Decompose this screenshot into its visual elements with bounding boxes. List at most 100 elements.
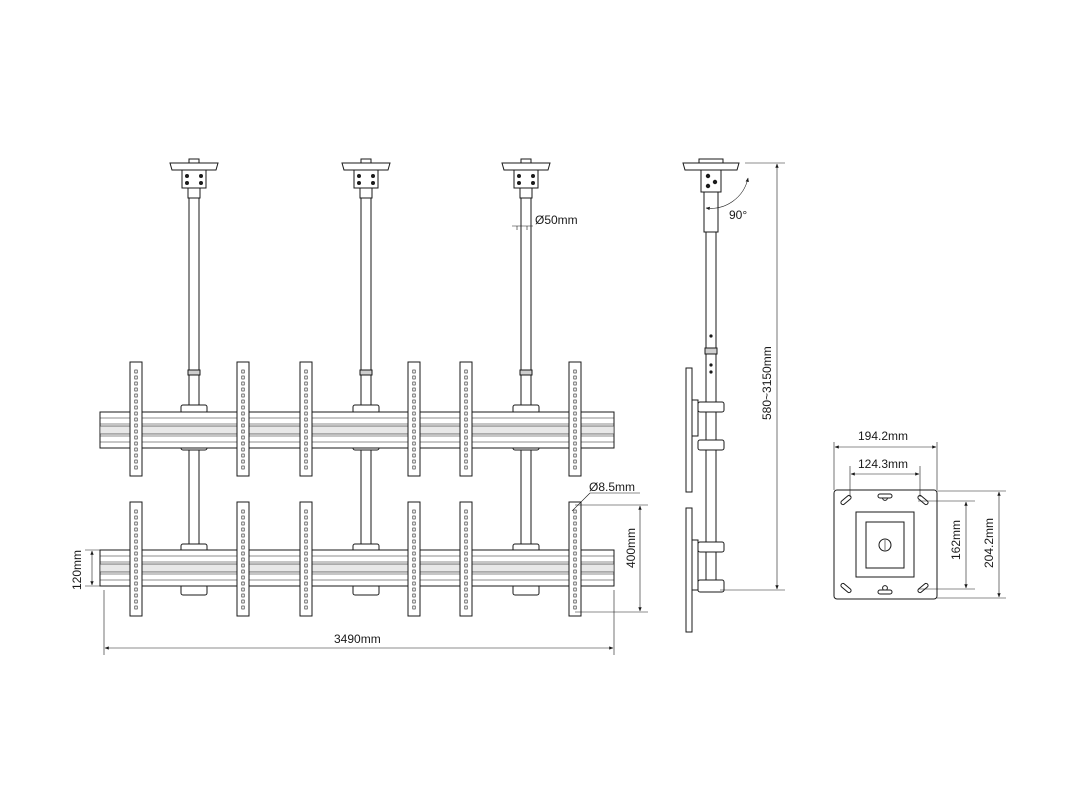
lower-arm-6 bbox=[568, 501, 582, 617]
arm-slot bbox=[573, 587, 577, 592]
arm-slot bbox=[241, 453, 245, 458]
arm-slot bbox=[241, 605, 245, 610]
connecting-pole bbox=[188, 449, 200, 547]
arm-slot bbox=[412, 417, 416, 422]
arm-slot bbox=[134, 405, 138, 410]
arm-slot bbox=[573, 581, 577, 586]
arm-slot bbox=[134, 605, 138, 610]
plate-hole-height-label: 162mm bbox=[949, 520, 963, 560]
bolt bbox=[185, 174, 189, 178]
arm-slot bbox=[304, 593, 308, 598]
arm-slot bbox=[573, 387, 577, 392]
bolt bbox=[199, 174, 203, 178]
arm-slot bbox=[134, 557, 138, 562]
side-clamp bbox=[697, 541, 725, 553]
rotation-label: 90° bbox=[729, 208, 747, 222]
bracket-block bbox=[353, 169, 379, 189]
pole-collar bbox=[519, 187, 533, 199]
bracket-block bbox=[181, 169, 207, 189]
arm-slot bbox=[304, 533, 308, 538]
arm-slot bbox=[412, 527, 416, 532]
ceiling-bracket bbox=[169, 162, 219, 171]
arm-slot bbox=[304, 509, 308, 514]
arm-slot bbox=[573, 557, 577, 562]
arm-slot bbox=[134, 459, 138, 464]
side-ceiling-bracket bbox=[682, 162, 740, 171]
arm-slot bbox=[134, 551, 138, 556]
arm-slot bbox=[464, 557, 468, 562]
arm-slot bbox=[464, 569, 468, 574]
arm-slot bbox=[304, 521, 308, 526]
arm-slot bbox=[241, 539, 245, 544]
arm-slot bbox=[412, 521, 416, 526]
arm-slot bbox=[241, 435, 245, 440]
arm-slot bbox=[134, 435, 138, 440]
arm-slot bbox=[412, 459, 416, 464]
arm-slot bbox=[573, 509, 577, 514]
arm-slot bbox=[241, 599, 245, 604]
arm-slot bbox=[241, 441, 245, 446]
arm-slot bbox=[573, 563, 577, 568]
bolt bbox=[517, 174, 521, 178]
lower-arm-3 bbox=[299, 501, 313, 617]
arm-slot bbox=[464, 593, 468, 598]
upper-pole bbox=[360, 197, 372, 371]
bolt bbox=[357, 174, 361, 178]
arm-slot bbox=[573, 605, 577, 610]
arm-slot bbox=[304, 539, 308, 544]
side-pole-band bbox=[704, 347, 718, 355]
pole-diameter-label: Ø50mm bbox=[535, 213, 578, 227]
arm-slot bbox=[573, 533, 577, 538]
rail-channel bbox=[99, 425, 615, 435]
arm-slot bbox=[464, 551, 468, 556]
hole-diameter-leader bbox=[571, 492, 591, 512]
arm-slot bbox=[304, 587, 308, 592]
arm-slot bbox=[464, 387, 468, 392]
arm-slot bbox=[464, 599, 468, 604]
arm-slot bbox=[412, 605, 416, 610]
arm-slot bbox=[412, 453, 416, 458]
arm-slot bbox=[241, 593, 245, 598]
arm-slot bbox=[241, 587, 245, 592]
upper-rail bbox=[99, 411, 615, 449]
arm-slot bbox=[134, 453, 138, 458]
arm-slot bbox=[464, 515, 468, 520]
arm-slot bbox=[241, 563, 245, 568]
arm-slot bbox=[464, 411, 468, 416]
arm-slot bbox=[573, 375, 577, 380]
total-width-label: 3490mm bbox=[334, 632, 381, 646]
arm-slot bbox=[412, 447, 416, 452]
lower-arm-1 bbox=[129, 501, 143, 617]
arm-slot bbox=[134, 411, 138, 416]
arm-slot bbox=[304, 423, 308, 428]
upper-display-plate bbox=[685, 367, 693, 493]
pole-collar bbox=[187, 187, 201, 199]
pole-hole bbox=[709, 334, 713, 338]
arm-slot bbox=[464, 587, 468, 592]
arm-slot bbox=[134, 521, 138, 526]
bolt bbox=[531, 174, 535, 178]
side-clamp bbox=[697, 579, 725, 593]
arm-slot bbox=[573, 381, 577, 386]
arm-slot bbox=[241, 375, 245, 380]
arm-slot bbox=[573, 465, 577, 470]
arm-slot bbox=[412, 515, 416, 520]
arm-slot bbox=[573, 435, 577, 440]
arm-slot bbox=[412, 435, 416, 440]
arm-slot bbox=[412, 557, 416, 562]
upper-arm-1 bbox=[129, 361, 143, 477]
arm-slot bbox=[412, 509, 416, 514]
arm-slot bbox=[412, 569, 416, 574]
arm-slot bbox=[573, 393, 577, 398]
rail-height-label: 120mm bbox=[70, 550, 84, 590]
pole-band bbox=[359, 369, 373, 376]
arm-slot bbox=[464, 527, 468, 532]
arm-slot bbox=[464, 435, 468, 440]
arm-slot bbox=[573, 599, 577, 604]
ceiling-bracket bbox=[501, 162, 551, 171]
arm-slot bbox=[464, 605, 468, 610]
arm-slot bbox=[134, 515, 138, 520]
arm-slot bbox=[412, 575, 416, 580]
arm-slot bbox=[573, 575, 577, 580]
plate-width-label: 194.2mm bbox=[858, 429, 908, 443]
